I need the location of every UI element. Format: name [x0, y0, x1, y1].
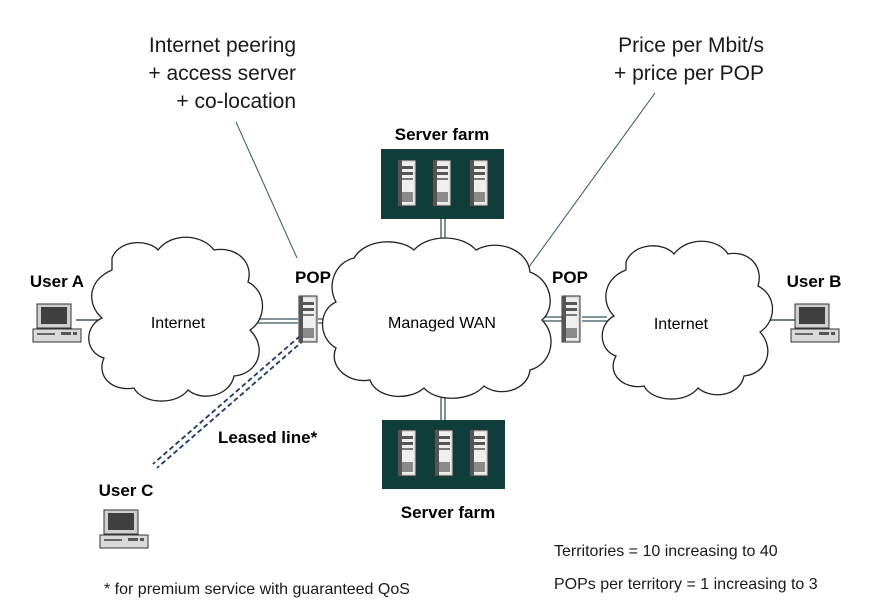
server-icon [469, 159, 489, 207]
user-a-label: User A [30, 272, 84, 291]
user-c-label: User C [99, 481, 154, 500]
cloud-internet-left [88, 236, 263, 402]
server-farm-bottom [382, 420, 505, 489]
server-farm-bottom-label: Server farm [401, 503, 496, 522]
annotation-price-line1: Price per Mbit/s [618, 34, 764, 57]
cloud-managed-wan [322, 237, 552, 399]
annotation-peering-line1: Internet peering [149, 34, 296, 57]
pop-right-label: POP [552, 268, 588, 287]
leased-line [152, 335, 301, 465]
annotation-peering-line2: + access server [148, 62, 296, 85]
user-b-label: User B [787, 272, 842, 291]
server-icon [298, 295, 318, 343]
user-c-computer-icon [99, 509, 149, 549]
server-icon [397, 429, 417, 477]
cloud-internet-right [601, 240, 773, 400]
pop-left-label: POP [295, 268, 331, 287]
server-farm-top-label: Server farm [395, 125, 490, 144]
callout-peering [235, 121, 298, 259]
pop-right [561, 295, 581, 343]
footnote-premium: * for premium service with guaranteed Qo… [104, 581, 410, 598]
server-icon [434, 429, 454, 477]
managed-wan-label: Managed WAN [388, 315, 496, 332]
server-icon [561, 295, 581, 343]
internet-left-label: Internet [151, 315, 206, 332]
footnote-territories: Territories = 10 increasing to 40 [554, 543, 778, 560]
annotation-peering-line3: + co-location [176, 90, 296, 113]
server-farm-top [381, 149, 504, 219]
internet-right-label: Internet [654, 316, 709, 333]
server-icon [397, 159, 417, 207]
server-icon [469, 429, 489, 477]
pop-left [298, 295, 318, 343]
callout-price [504, 92, 656, 301]
server-icon [432, 159, 452, 207]
user-b-computer-icon [790, 303, 840, 343]
user-a-computer-icon [32, 303, 82, 343]
footnote-pops-per-territory: POPs per territory = 1 increasing to 3 [554, 576, 818, 593]
annotation-price-line2: + price per POP [614, 62, 764, 85]
leased-line-label: Leased line* [218, 428, 318, 447]
